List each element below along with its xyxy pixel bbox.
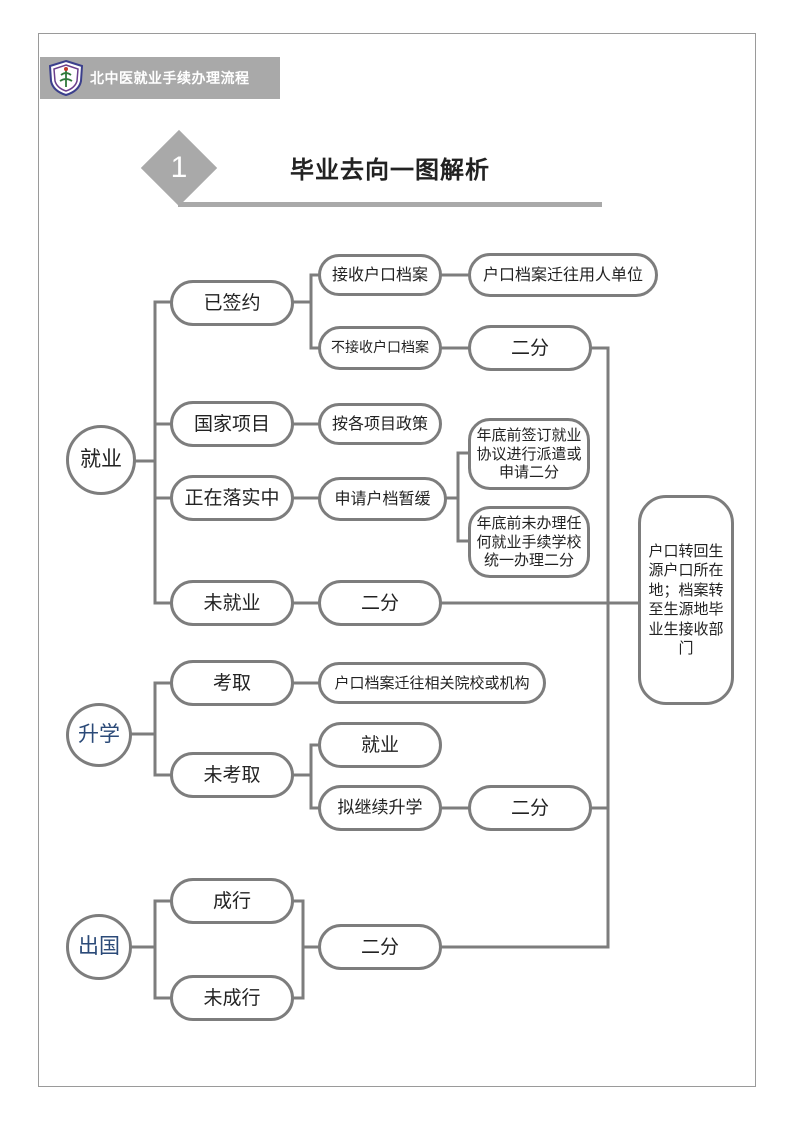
node-shenqing: 申请户档暂缓 <box>318 477 447 521</box>
node-kaoqu: 考取 <box>170 660 294 706</box>
node-yiqianyue: 已签约 <box>170 280 294 326</box>
page-frame <box>38 33 756 1087</box>
node-erfen4: 二分 <box>318 924 442 970</box>
title-underline <box>178 202 602 207</box>
node-huko-yuanxiao: 户口档案迁往相关院校或机构 <box>318 662 546 704</box>
node-jiuye: 就业 <box>66 425 136 495</box>
node-nianqian1: 年底前签订就业协议进行派遣或申请二分 <box>468 418 590 490</box>
node-qianwang: 户口档案迁往用人单位 <box>468 253 658 297</box>
node-weijiuye: 未就业 <box>170 580 294 626</box>
node-shengxue: 升学 <box>66 703 132 767</box>
page-title: 毕业去向一图解析 <box>290 156 490 184</box>
node-angexiangmu: 按各项目政策 <box>318 403 442 445</box>
node-final: 户口转回生源户口所在地；档案转至生源地毕业生接收部门 <box>638 495 734 705</box>
node-erfen2: 二分 <box>318 580 442 626</box>
node-jiuye2: 就业 <box>318 722 442 768</box>
node-zhengzailuoshi: 正在落实中 <box>170 475 294 521</box>
node-erfen3: 二分 <box>468 785 592 831</box>
section-number: 1 <box>170 151 188 184</box>
node-weichengxing: 未成行 <box>170 975 294 1021</box>
header-title: 北中医就业手续办理流程 <box>90 71 250 87</box>
node-nianqian2: 年底前未办理任何就业手续学校统一办理二分 <box>468 506 590 578</box>
node-chengxing: 成行 <box>170 878 294 924</box>
node-weikaoqu: 未考取 <box>170 752 294 798</box>
node-jieshou: 接收户口档案 <box>318 254 442 296</box>
node-guojiaxiangmu: 国家项目 <box>170 401 294 447</box>
university-shield-logo <box>48 59 84 97</box>
node-bujieshou: 不接收户口档案 <box>318 326 442 370</box>
node-erfen1: 二分 <box>468 325 592 371</box>
node-nijixu: 拟继续升学 <box>318 785 442 831</box>
node-chuguo: 出国 <box>66 914 132 980</box>
